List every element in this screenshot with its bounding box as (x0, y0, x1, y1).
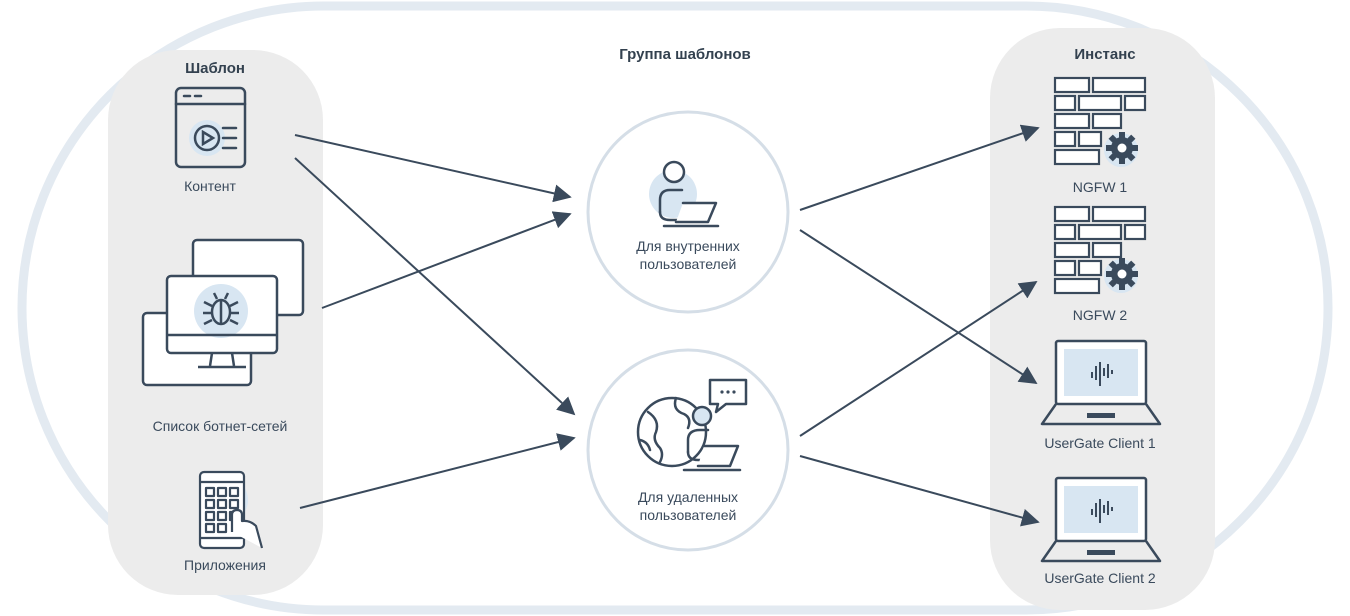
template-label-botnet: Список ботнет-сетей (152, 418, 288, 434)
group-label-internal: Для внутренних пользователей (636, 238, 740, 272)
botnet-icon (141, 238, 305, 387)
outer-frame (17, 1, 1333, 615)
arrow-internal-ngfw1 (799, 124, 1040, 211)
arrow-apps-remote (299, 433, 576, 509)
instances-title: Инстанс (1074, 46, 1136, 63)
instance-label-ngfw1: NGFW 1 (1072, 179, 1128, 195)
group-label-remote: Для удаленных пользователей (637, 489, 739, 523)
firewall-icon (1053, 205, 1147, 295)
arrow-remote-client2 (799, 455, 1040, 527)
arrow-botnet-internal (321, 211, 572, 309)
instance-label-ngfw2: NGFW 2 (1072, 307, 1128, 323)
arrow-remote-ngfw2 (799, 281, 1038, 437)
remote-user-icon (636, 378, 748, 472)
laptop-icon (1040, 339, 1162, 426)
content-icon (174, 86, 247, 169)
applications-icon (198, 470, 264, 550)
internal-user-icon (649, 160, 720, 228)
template-label-applications: Приложения (184, 557, 266, 573)
laptop-icon (1040, 476, 1162, 563)
arrow-content-remote (294, 157, 576, 416)
instance-label-client2: UserGate Client 2 (1044, 570, 1156, 586)
template-label-content: Контент (184, 178, 236, 194)
arrow-content-internal (294, 134, 572, 203)
group-title: Группа шаблонов (619, 46, 751, 63)
arrow-internal-client1 (799, 229, 1038, 384)
instance-label-client1: UserGate Client 1 (1044, 435, 1156, 451)
instances-panel (990, 28, 1215, 610)
firewall-icon (1053, 76, 1147, 167)
templates-title: Шаблон (185, 60, 245, 77)
